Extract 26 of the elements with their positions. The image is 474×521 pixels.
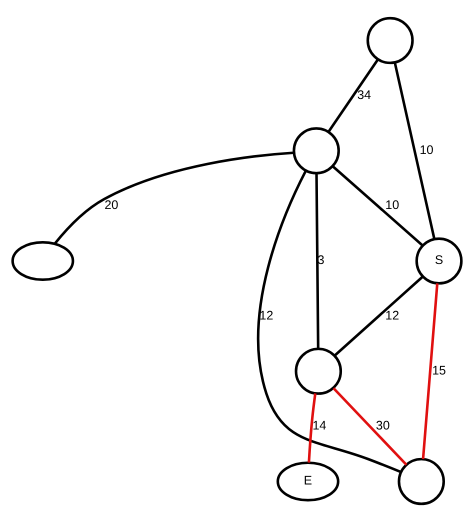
connector: [315, 172, 320, 348]
edge-label: 30: [376, 418, 390, 432]
node-ellipse: E: [276, 460, 340, 501]
edge-label: 3: [318, 252, 324, 267]
connector: [422, 282, 439, 459]
node-circle: [366, 16, 414, 64]
edge-label: 12: [385, 308, 400, 322]
edge-label: 34: [357, 87, 372, 102]
connector: [54, 150, 294, 244]
connector: [334, 275, 424, 356]
edge-label: 10: [420, 142, 434, 156]
node-ellipse: [11, 240, 74, 281]
node-circle: [398, 457, 445, 505]
connector: [327, 58, 380, 132]
node-circle: S: [415, 236, 463, 284]
edge-label: 14: [312, 418, 326, 432]
node-circle: [292, 126, 340, 174]
node-circle: [294, 347, 342, 394]
connector: [257, 170, 402, 473]
edge-label: 10: [385, 198, 400, 212]
connector: [332, 164, 424, 246]
edge-label: 20: [104, 198, 118, 212]
connector: [308, 392, 317, 462]
connector: [394, 62, 436, 239]
connector: [332, 386, 408, 466]
edge-label: 15: [432, 362, 446, 377]
